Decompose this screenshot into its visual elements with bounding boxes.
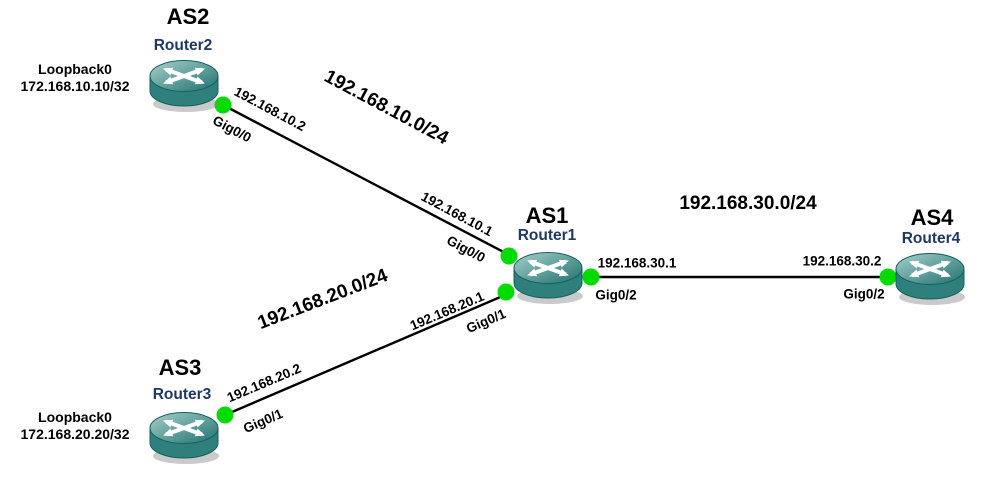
link-status-dot: [216, 406, 234, 424]
as3-label: AS3: [158, 355, 202, 380]
link-status-dot: [879, 268, 897, 286]
loopback-ip: 172.168.20.20/32: [20, 426, 130, 442]
link3-router4-interface-label: Gig0/2: [843, 286, 885, 302]
link3-router4-ip-label: 192.168.30.2: [802, 253, 882, 269]
router2-loopback-label: Loopback0 172.168.10.10/32: [21, 61, 130, 95]
link-status-dot: [582, 268, 600, 286]
router3-icon[interactable]: [147, 409, 221, 465]
router2-icon[interactable]: [147, 57, 221, 113]
as2-label: AS2: [166, 4, 210, 29]
router2-name-label: Router2: [153, 37, 213, 54]
router3-name-label: Router3: [152, 386, 212, 403]
loopback-name: Loopback0: [38, 61, 112, 77]
link-status-dot: [497, 283, 515, 301]
link-status-dot: [500, 247, 518, 265]
link3-router1-ip-label: 192.168.30.1: [597, 255, 677, 271]
loopback-ip: 172.168.10.10/32: [20, 78, 130, 94]
router4-icon[interactable]: [893, 250, 967, 306]
as1-label: AS1: [525, 203, 569, 228]
router4-name-label: Router4: [901, 230, 961, 247]
link3-subnet-label: 192.168.30.0/24: [679, 193, 817, 214]
loopback-name: Loopback0: [38, 409, 112, 425]
link-status-dot: [214, 96, 232, 114]
router3-loopback-label: Loopback0 172.168.20.20/32: [21, 409, 130, 443]
router1-icon[interactable]: [511, 249, 585, 305]
link-router2-router1-line[interactable]: [222, 103, 516, 260]
link3-router1-interface-label: Gig0/2: [595, 287, 637, 303]
as4-label: AS4: [910, 205, 954, 230]
link-router3-router1-line[interactable]: [224, 290, 513, 417]
router1-name-label: Router1: [517, 227, 577, 244]
